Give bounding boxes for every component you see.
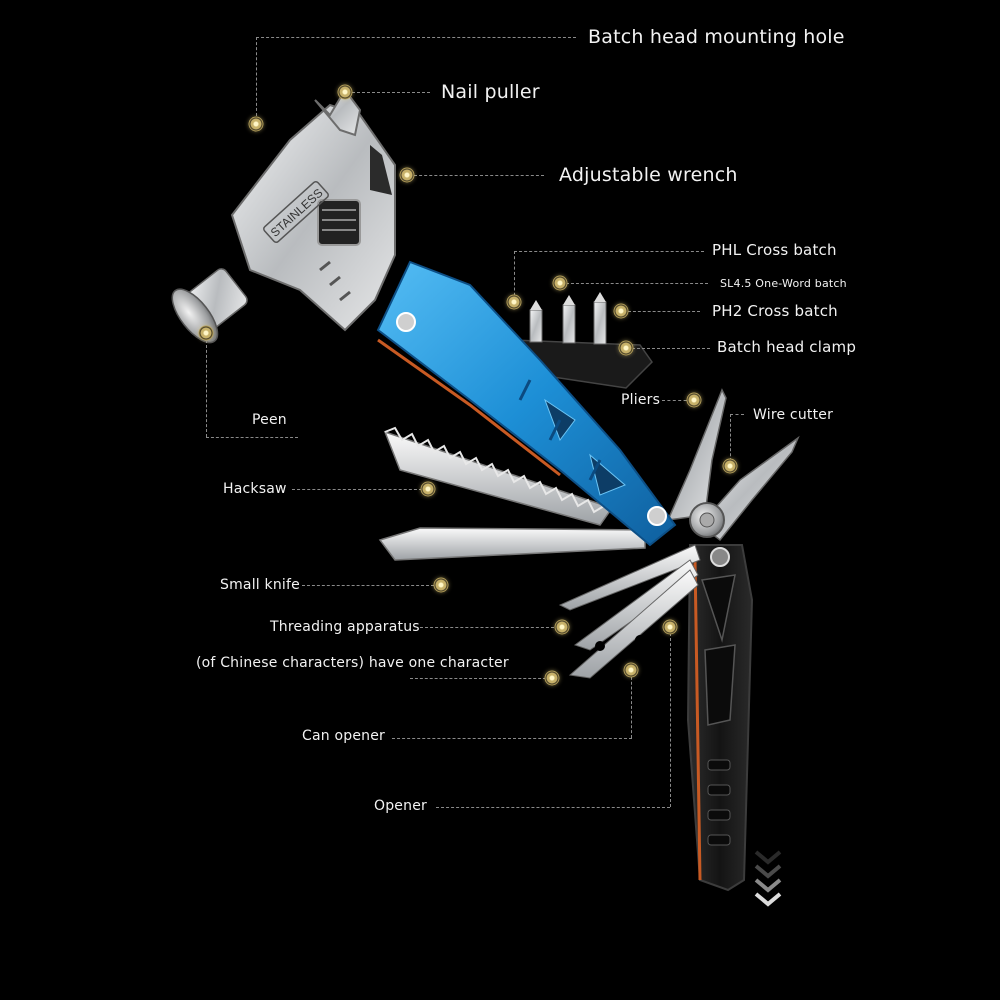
label-pliers: Pliers: [621, 392, 661, 408]
leader-threading: [420, 627, 554, 628]
marker-can-opener: [623, 662, 639, 678]
marker-peen: [198, 325, 214, 341]
leader-peen-v: [206, 340, 207, 437]
leader-one-character: [410, 678, 546, 679]
leader-ph2: [628, 311, 700, 312]
label-opener: Opener: [374, 798, 427, 814]
leader-phl: [514, 251, 704, 252]
leader-batch-head: [256, 37, 576, 38]
leader-wire-cutter: [730, 414, 744, 415]
label-batch-head-mounting-hole: Batch head mounting hole: [588, 26, 845, 48]
label-adjustable-wrench: Adjustable wrench: [559, 164, 738, 186]
hacksaw-blade: [383, 426, 614, 526]
leader-sl45: [566, 283, 708, 284]
label-sl45-one-word-batch: SL4.5 One-Word batch: [720, 277, 847, 290]
marker-adjustable-wrench: [399, 167, 415, 183]
leader-adjustable-wrench: [414, 175, 544, 176]
label-wire-cutter: Wire cutter: [753, 407, 834, 423]
label-hacksaw: Hacksaw: [223, 481, 287, 497]
plier-black-handle: [686, 544, 754, 892]
leader-phl-v: [514, 251, 515, 301]
marker-phl: [506, 294, 522, 310]
label-can-opener: Can opener: [302, 728, 385, 744]
leader-opener-v: [670, 628, 671, 807]
leader-batch-head-v: [256, 37, 257, 121]
label-peen: Peen: [252, 412, 287, 428]
leader-small-knife: [302, 585, 434, 586]
marker-wire-cutter: [722, 458, 738, 474]
marker-clamp: [618, 340, 634, 356]
marker-sl45: [552, 275, 568, 291]
marker-ph2: [613, 303, 629, 319]
label-one-character: (of Chinese characters) have one charact…: [196, 655, 509, 671]
blue-handle: [376, 260, 677, 547]
marker-batch-head: [248, 116, 264, 132]
hammer-wrench-head: STAINLESS: [171, 88, 396, 344]
marker-one-character: [544, 670, 560, 686]
label-ph2-cross-batch: PH2 Cross batch: [712, 302, 838, 320]
marker-small-knife: [433, 577, 449, 593]
marker-nail-puller: [337, 84, 353, 100]
small-knife-blade: [378, 527, 646, 561]
label-small-knife: Small knife: [220, 577, 300, 593]
label-phl-cross-batch: PHL Cross batch: [712, 241, 837, 259]
leader-clamp: [632, 348, 710, 349]
leader-opener: [436, 807, 670, 808]
label-threading-apparatus: Threading apparatus: [270, 619, 420, 635]
pliers-jaws: [666, 388, 800, 542]
fanned-tools: [558, 544, 701, 679]
marker-opener: [662, 619, 678, 635]
marker-threading: [554, 619, 570, 635]
leader-wire-cutter-v: [730, 414, 731, 466]
label-batch-head-clamp: Batch head clamp: [717, 338, 857, 356]
leader-can-opener-v: [631, 672, 632, 738]
leader-peen: [206, 437, 298, 438]
marker-pliers: [686, 392, 702, 408]
leader-hacksaw: [292, 489, 422, 490]
label-nail-puller: Nail puller: [441, 81, 540, 103]
leader-can-opener: [392, 738, 632, 739]
marker-hacksaw: [420, 481, 436, 497]
chevron-down-icon: [754, 850, 782, 907]
leader-nail-puller: [352, 92, 430, 93]
leader-pliers: [662, 400, 692, 401]
